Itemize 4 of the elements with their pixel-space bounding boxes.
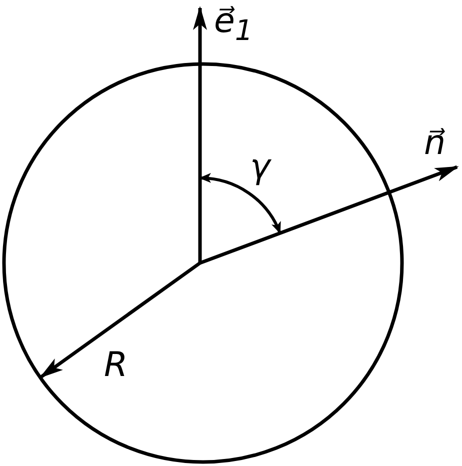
radius-label: R: [104, 348, 128, 382]
vector-label: e⃗$_{1}$: [214, 4, 253, 46]
vector-label: n⃗: [424, 126, 446, 160]
angle-label: γ: [250, 150, 270, 184]
